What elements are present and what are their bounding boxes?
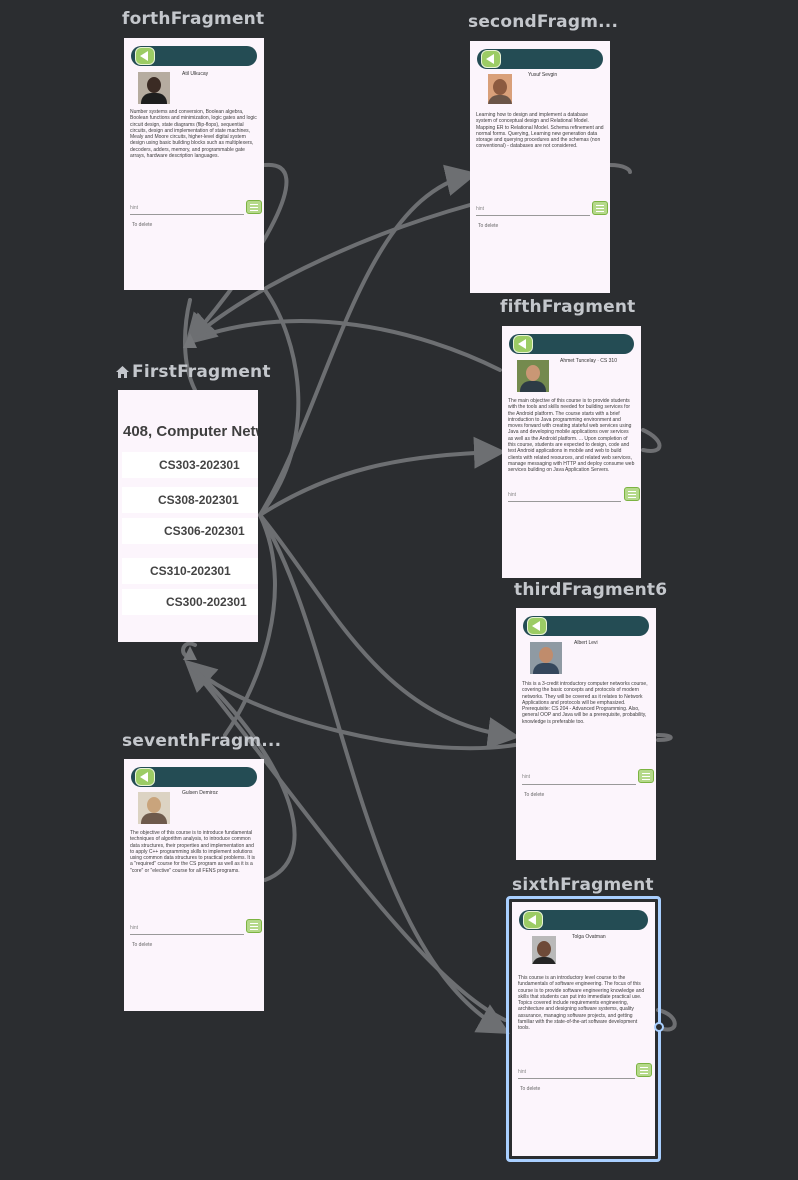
post-text: To delete	[132, 942, 153, 948]
toolbar	[131, 767, 257, 787]
node-label: thirdFragment6	[514, 580, 668, 600]
arrow-second-loop	[608, 163, 632, 174]
fragment-preview[interactable]: Atil Ulkucay Number systems and conversi…	[124, 38, 264, 290]
post-text: To delete	[132, 222, 153, 228]
list-item[interactable]: CS308-202301	[122, 487, 258, 513]
person-name: Gulsen Demiroz	[182, 790, 218, 796]
connection-handle[interactable]	[654, 1022, 664, 1032]
avatar-icon	[138, 72, 170, 104]
toolbar	[509, 334, 634, 354]
list-item[interactable]: CS306-202301	[122, 518, 258, 544]
hint-text[interactable]: hint	[130, 205, 139, 211]
back-arrow-icon[interactable]	[481, 50, 501, 68]
person-name: Atil Ulkucay	[182, 71, 209, 77]
input-underline	[522, 784, 636, 785]
fragment-preview[interactable]: Tolga Ovatman This course is an introduc…	[512, 902, 655, 1156]
course-description: Number systems and conversion, Boolean a…	[130, 109, 257, 160]
list-item[interactable]: CS310-202301	[122, 558, 258, 584]
avatar-icon	[138, 792, 170, 824]
chat-icon[interactable]	[638, 769, 654, 783]
home-icon	[116, 366, 129, 378]
chat-icon[interactable]	[246, 200, 262, 214]
input-underline	[476, 215, 590, 216]
arrow-first-to-third	[258, 513, 520, 749]
list-item[interactable]: CS303-202301	[122, 452, 258, 478]
course-description: The objective of this course is to intro…	[130, 830, 256, 874]
input-underline	[518, 1078, 635, 1079]
toolbar	[523, 616, 649, 636]
post-text: To delete	[478, 223, 499, 229]
fragment-preview[interactable]: Gulsen Demiroz The objective of this cou…	[124, 759, 264, 1011]
chat-icon[interactable]	[246, 919, 262, 933]
back-arrow-icon[interactable]	[527, 617, 547, 635]
arrow-first-to-second	[258, 164, 478, 517]
avatar-icon	[517, 360, 549, 392]
course-description: Learning how to design and implement a d…	[476, 112, 604, 150]
hint-text[interactable]: hint	[518, 1069, 527, 1075]
hint-text[interactable]: hint	[476, 206, 485, 212]
input-underline	[130, 934, 244, 935]
post-text: To delete	[520, 1086, 541, 1092]
arrow-first-to-sixth	[258, 513, 510, 1034]
toolbar	[519, 910, 648, 930]
post-text: To delete	[524, 792, 545, 798]
fragment-preview[interactable]: Ahmet Tuncelay · CS 310 The main objecti…	[502, 326, 641, 578]
hint-text[interactable]: hint	[130, 925, 139, 931]
arrow-first-to-fifth	[258, 436, 506, 517]
person-name: Ahmet Tuncelay · CS 310	[560, 358, 617, 364]
list-item[interactable]: CS300-202301	[122, 589, 258, 615]
arrow-first-down	[181, 641, 197, 657]
back-arrow-icon[interactable]	[523, 911, 543, 929]
hint-text[interactable]: hint	[508, 492, 517, 498]
node-label: seventhFragm...	[122, 731, 282, 751]
hint-text[interactable]: hint	[522, 774, 531, 780]
back-arrow-icon[interactable]	[513, 335, 533, 353]
node-label: forthFragment	[122, 9, 265, 29]
person-name: Albert Levi	[574, 640, 598, 646]
node-label: FirstFragment	[116, 362, 271, 382]
arrow-first-to-forth	[258, 288, 301, 517]
back-arrow-icon[interactable]	[135, 47, 155, 65]
toolbar	[131, 46, 257, 66]
input-underline	[508, 501, 621, 502]
back-arrow-icon[interactable]	[135, 768, 155, 786]
course-description: This is a 3-credit introductory computer…	[522, 681, 648, 725]
toolbar	[477, 49, 603, 69]
person-name: Yusuf Sevgin	[528, 72, 558, 78]
fragment-preview[interactable]: Albert Levi This is a 3-credit introduct…	[516, 608, 656, 860]
chat-icon[interactable]	[624, 487, 640, 501]
input-underline	[130, 214, 244, 215]
course-description: This course is an introductory level cou…	[518, 975, 645, 1032]
arrow-fifth-loop	[641, 428, 662, 453]
course-description: The main objective of this course is to …	[508, 398, 635, 474]
chat-icon[interactable]	[592, 201, 608, 215]
fragment-preview[interactable]: Yusuf Sevgin Learning how to design and …	[470, 41, 610, 293]
person-name: Tolga Ovatman	[572, 934, 606, 940]
fragment-preview[interactable]: 408, Computer Netw CS303-202301 CS308-20…	[118, 390, 258, 642]
avatar-icon	[532, 936, 556, 964]
page-title: 408, Computer Netw	[123, 423, 258, 440]
arrow-third-loop	[656, 733, 673, 742]
node-label: sixthFragment	[512, 875, 654, 895]
node-label: secondFragm...	[468, 12, 619, 32]
node-label: fifthFragment	[500, 297, 636, 317]
avatar-icon	[488, 74, 512, 104]
first-fragment-label: FirstFragment	[132, 362, 271, 382]
avatar-icon	[530, 642, 562, 674]
chat-icon[interactable]	[636, 1063, 652, 1077]
